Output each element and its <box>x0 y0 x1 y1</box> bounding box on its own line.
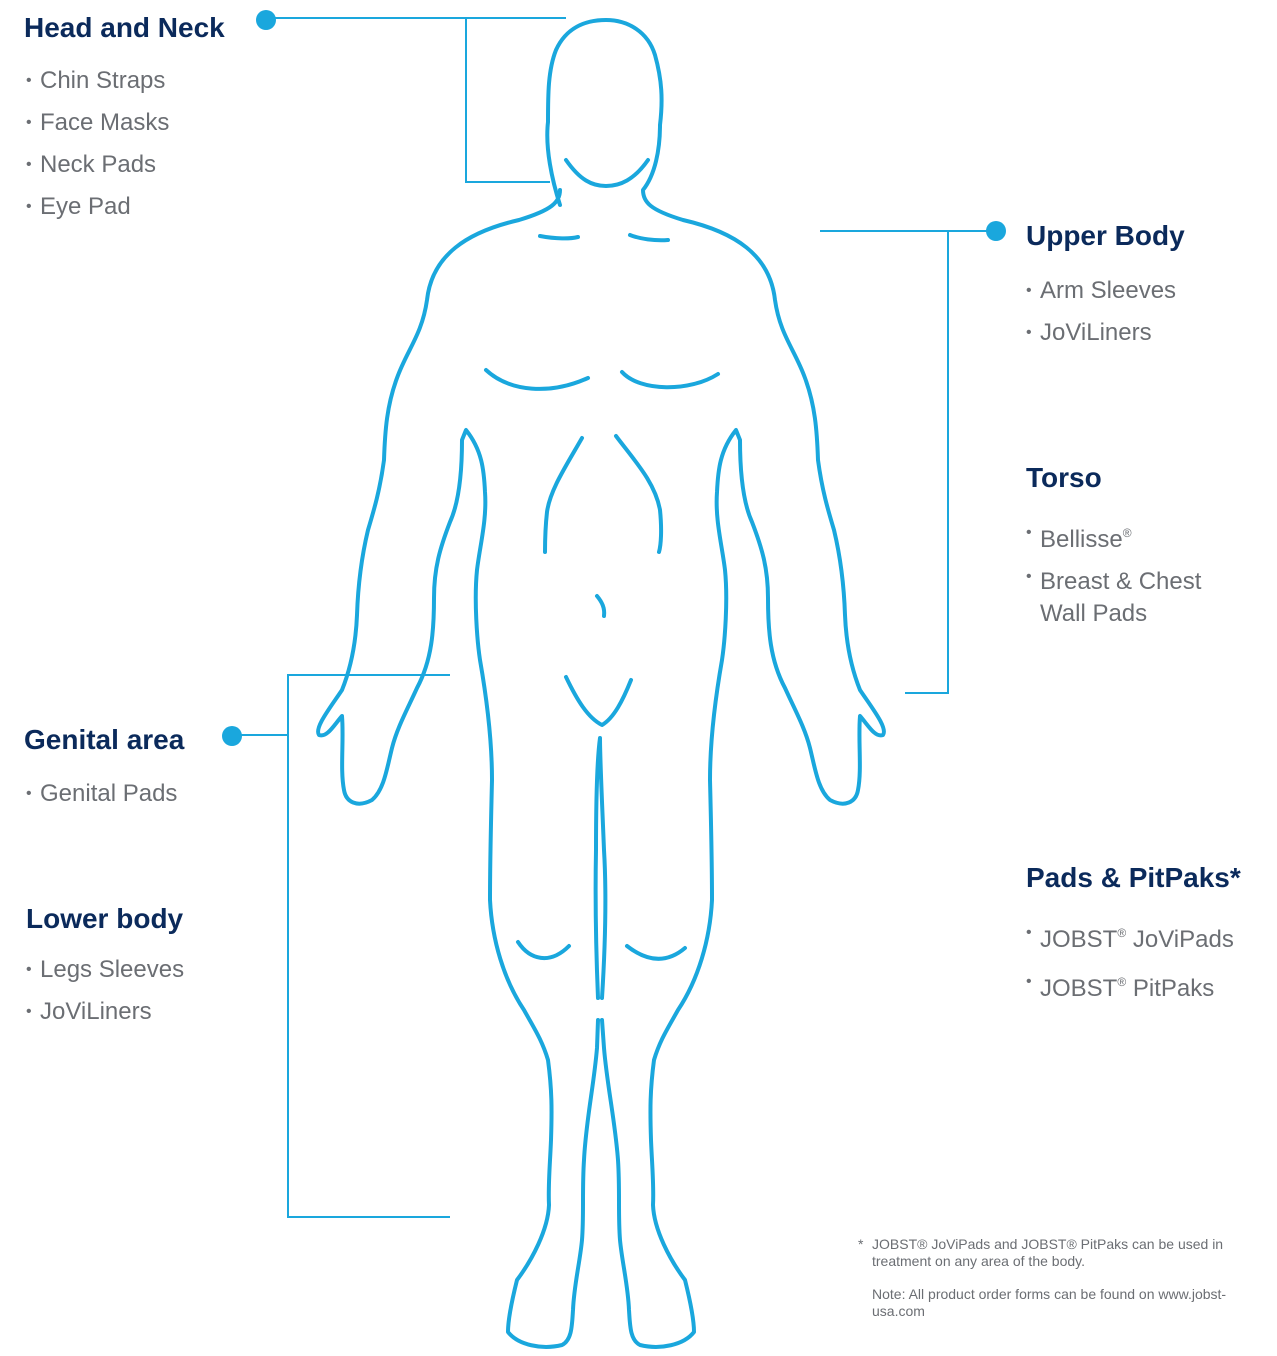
list-item: JoViLiners <box>1026 312 1176 354</box>
knee-left <box>518 942 569 958</box>
list-item: Bellisse® <box>1026 512 1246 561</box>
abdomen-left <box>545 438 582 552</box>
list-item: JOBST® PitPaks <box>1026 961 1234 1010</box>
pec-right <box>622 372 718 387</box>
connector-head-neck <box>266 18 566 182</box>
list-torso: Bellisse® Breast & Chest Wall Pads <box>1026 512 1246 635</box>
marker-dot-upper-body <box>986 221 1006 241</box>
list-item: Eye Pad <box>26 186 169 228</box>
heading-upper-body: Upper Body <box>1026 222 1185 250</box>
list-item: Legs Sleeves <box>26 949 184 991</box>
footnote-text: JOBST® JoViPads and JOBST® PitPaks can b… <box>858 1236 1258 1270</box>
list-item: Face Masks <box>26 102 169 144</box>
list-item: Chin Straps <box>26 60 169 102</box>
list-item: Breast & Chest Wall Pads <box>1026 561 1246 635</box>
list-genital: Genital Pads <box>26 773 177 815</box>
pec-left <box>486 370 588 389</box>
footnote-star: * <box>858 1236 863 1253</box>
heading-pads-pitpaks: Pads & PitPaks* <box>1026 864 1241 892</box>
heading-head-neck: Head and Neck <box>24 14 225 42</box>
list-item: Genital Pads <box>26 773 177 815</box>
footnote: * JOBST® JoViPads and JOBST® PitPaks can… <box>858 1236 1258 1336</box>
registered-mark: ® <box>1117 926 1126 940</box>
heading-genital: Genital area <box>24 726 184 754</box>
abdomen-right <box>616 436 661 552</box>
list-item: JoViLiners <box>26 991 184 1033</box>
groin-line <box>566 677 631 725</box>
item-text: Bellisse <box>1040 526 1123 553</box>
registered-mark: ® <box>1123 526 1132 540</box>
collarbone-right <box>630 235 668 240</box>
item-brand: JOBST <box>1040 975 1117 1002</box>
list-item: JOBST® JoViPads <box>1026 912 1234 961</box>
item-text: JoViPads <box>1133 926 1234 953</box>
navel <box>597 596 604 616</box>
footnote-note: Note: All product order forms can be fou… <box>858 1286 1258 1320</box>
list-upper-body: Arm Sleeves JoViLiners <box>1026 270 1176 354</box>
item-text: PitPaks <box>1133 975 1214 1002</box>
knee-right <box>627 946 685 959</box>
list-item: Arm Sleeves <box>1026 270 1176 312</box>
list-head-neck: Chin Straps Face Masks Neck Pads Eye Pad <box>26 60 169 228</box>
chin-line <box>566 160 648 186</box>
marker-dot-head-neck <box>256 10 276 30</box>
heading-lower-body: Lower body <box>26 905 183 933</box>
heading-torso: Torso <box>1026 464 1102 492</box>
registered-mark: ® <box>1117 975 1126 989</box>
marker-dot-genital <box>222 726 242 746</box>
body-outline <box>318 20 884 1347</box>
list-item: Neck Pads <box>26 144 169 186</box>
list-pads-pitpaks: JOBST® JoViPads JOBST® PitPaks <box>1026 912 1234 1010</box>
collarbone-left <box>540 236 578 238</box>
list-lower-body: Legs Sleeves JoViLiners <box>26 949 184 1033</box>
item-brand: JOBST <box>1040 926 1117 953</box>
